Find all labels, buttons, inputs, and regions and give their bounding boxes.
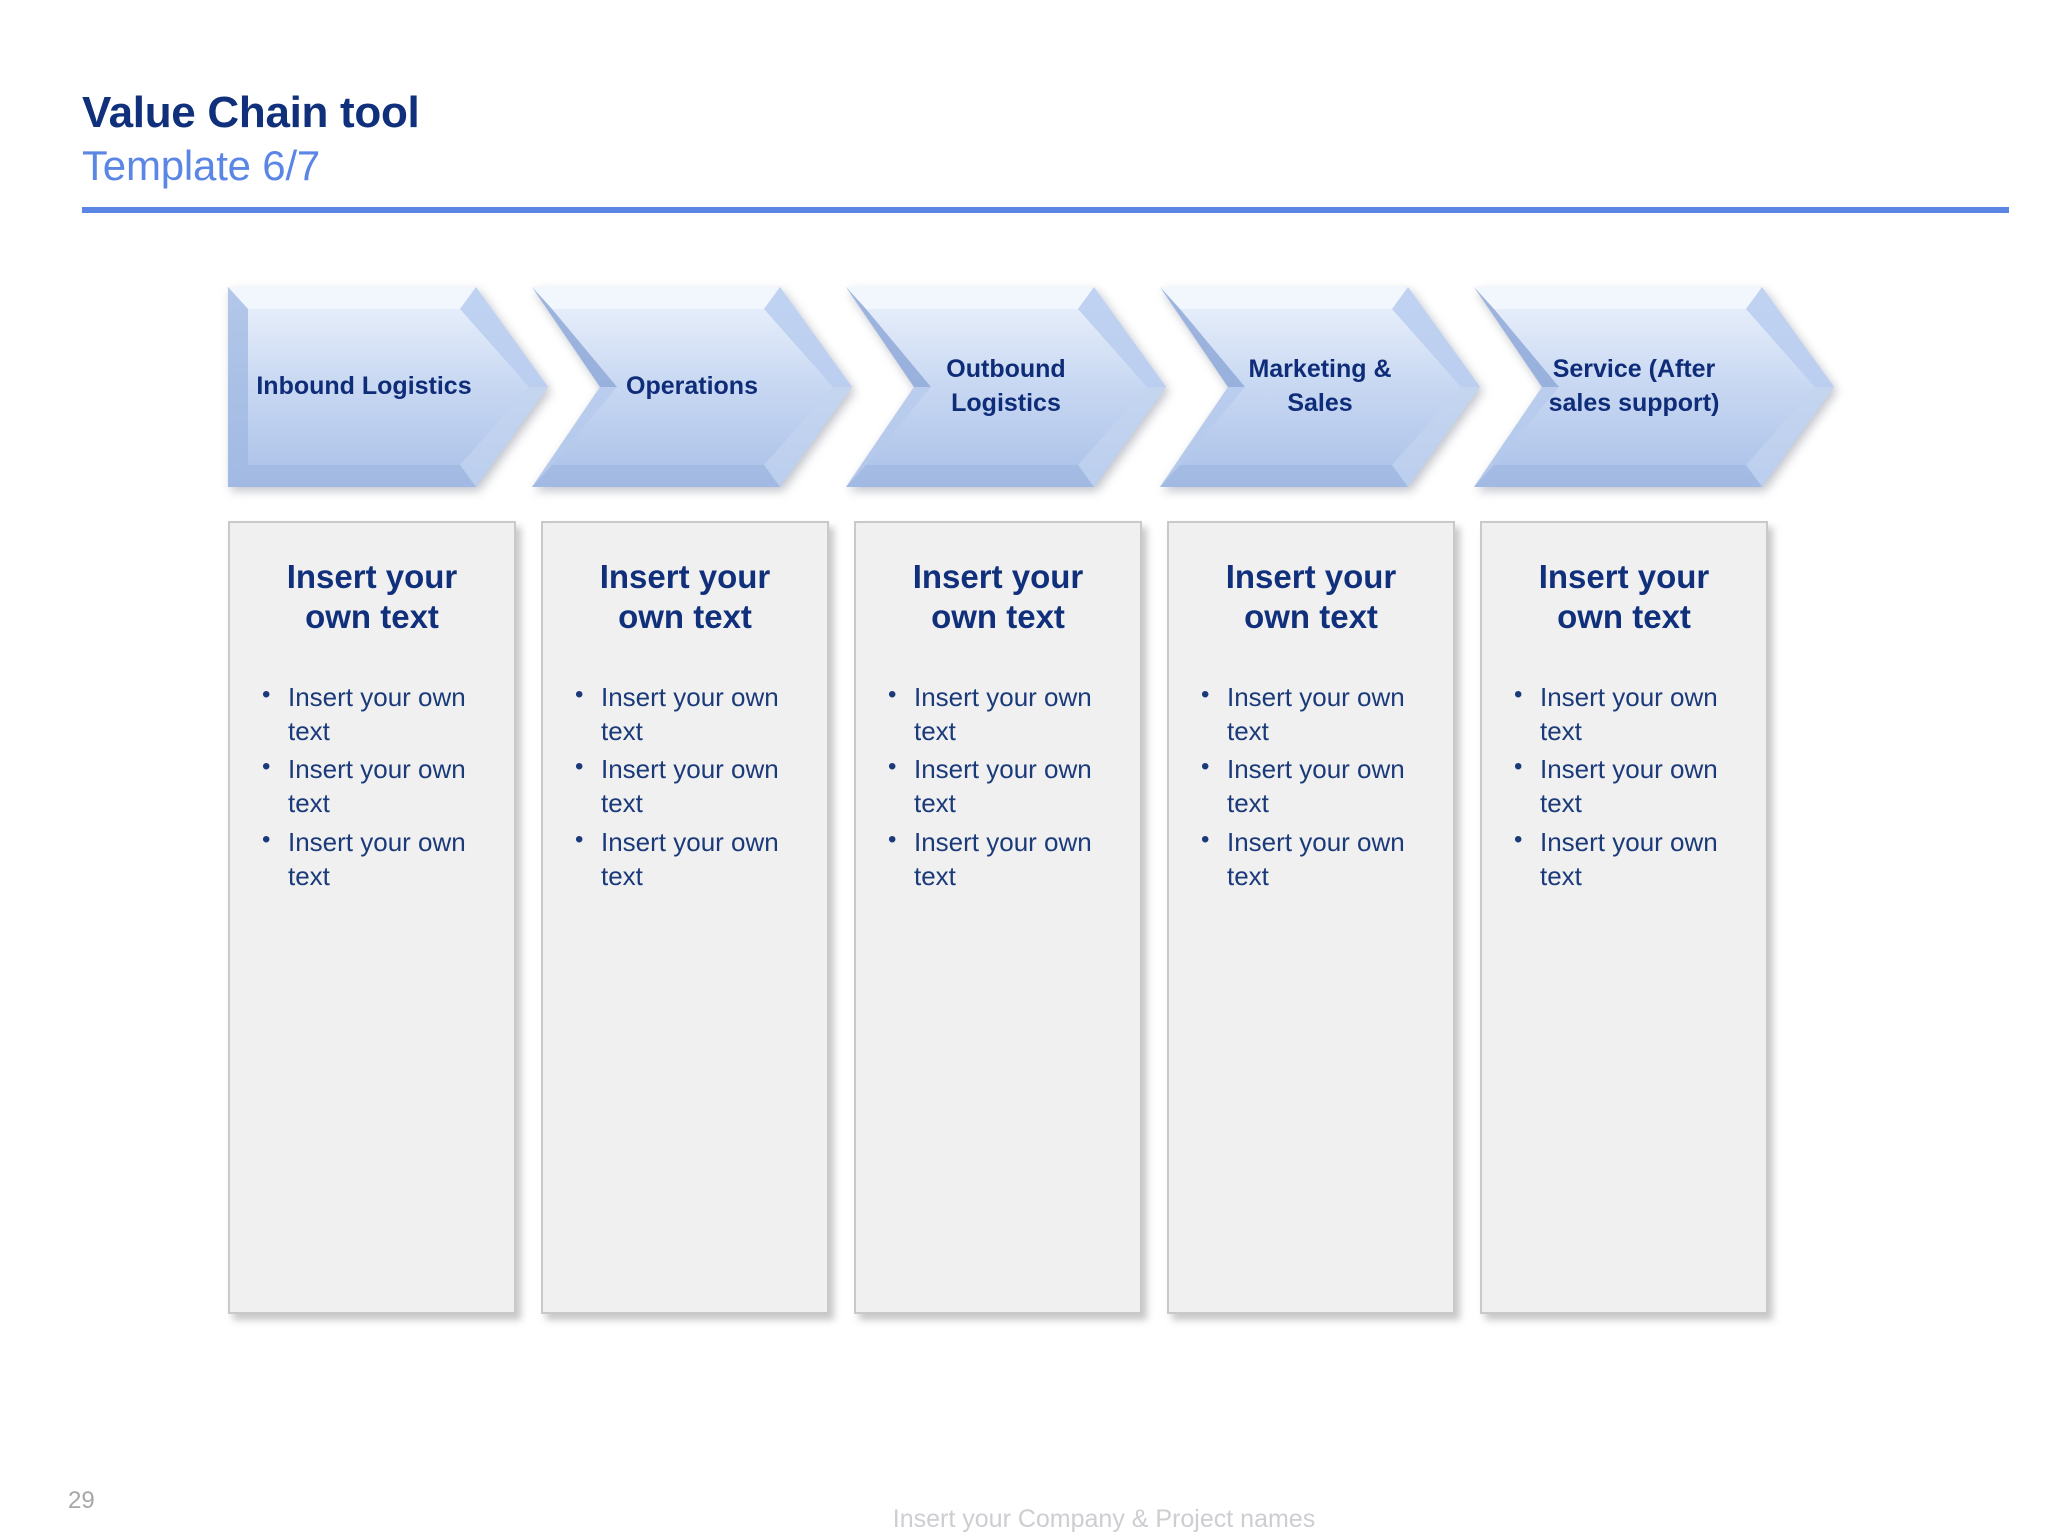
page-number: 29 [68, 1487, 95, 1514]
content-box-heading: Insert your own text [1225, 558, 1397, 636]
list-item: Insert your own text [1195, 824, 1435, 894]
chevron-shape-marketing-sales[interactable] [1160, 287, 1480, 487]
content-box-heading: Insert your own text [912, 558, 1084, 636]
list-item: Insert your own text [882, 824, 1122, 894]
list-item: Insert your own text [256, 751, 496, 821]
chevron-shape-outbound-logistics[interactable] [846, 287, 1166, 487]
list-item: Insert your own text [1508, 751, 1748, 821]
chevron-shape-operations[interactable] [532, 287, 852, 487]
content-box-4[interactable]: Insert your own text Insert your own tex… [1167, 521, 1455, 1314]
footer-note: Insert your Company & Project names [892, 1505, 1316, 1533]
content-box-row: Insert your own text Insert your own tex… [228, 521, 1793, 1321]
list-item: Insert your own text [256, 679, 496, 749]
list-item: Insert your own text [569, 824, 809, 894]
list-item: Insert your own text [256, 824, 496, 894]
chevron-shape-inbound-logistics[interactable] [228, 287, 548, 487]
page-title: Value Chain tool [82, 88, 420, 137]
content-box-bullets: Insert your own text Insert your own tex… [244, 679, 500, 894]
value-chain-chevron-row: Inbound Logistics Operations [228, 287, 1838, 487]
content-box-5[interactable]: Insert your own text Insert your own tex… [1480, 521, 1768, 1314]
list-item: Insert your own text [882, 751, 1122, 821]
slide-header: Value Chain tool Template 6/7 [82, 88, 2012, 190]
header-divider [82, 207, 2009, 213]
content-box-bullets: Insert your own text Insert your own tex… [1496, 679, 1752, 894]
list-item: Insert your own text [1508, 679, 1748, 749]
list-item: Insert your own text [1508, 824, 1748, 894]
content-box-heading: Insert your own text [286, 558, 458, 636]
content-box-heading: Insert your own text [599, 558, 771, 636]
list-item: Insert your own text [569, 679, 809, 749]
content-box-bullets: Insert your own text Insert your own tex… [557, 679, 813, 894]
chevron-shape-service[interactable] [1474, 287, 1834, 487]
list-item: Insert your own text [882, 679, 1122, 749]
content-box-1[interactable]: Insert your own text Insert your own tex… [228, 521, 516, 1314]
content-box-2[interactable]: Insert your own text Insert your own tex… [541, 521, 829, 1314]
list-item: Insert your own text [569, 751, 809, 821]
list-item: Insert your own text [1195, 751, 1435, 821]
page-subtitle: Template 6/7 [82, 142, 321, 190]
list-item: Insert your own text [1195, 679, 1435, 749]
content-box-3[interactable]: Insert your own text Insert your own tex… [854, 521, 1142, 1314]
content-box-heading: Insert your own text [1538, 558, 1710, 636]
content-box-bullets: Insert your own text Insert your own tex… [1183, 679, 1439, 894]
content-box-bullets: Insert your own text Insert your own tex… [870, 679, 1126, 894]
